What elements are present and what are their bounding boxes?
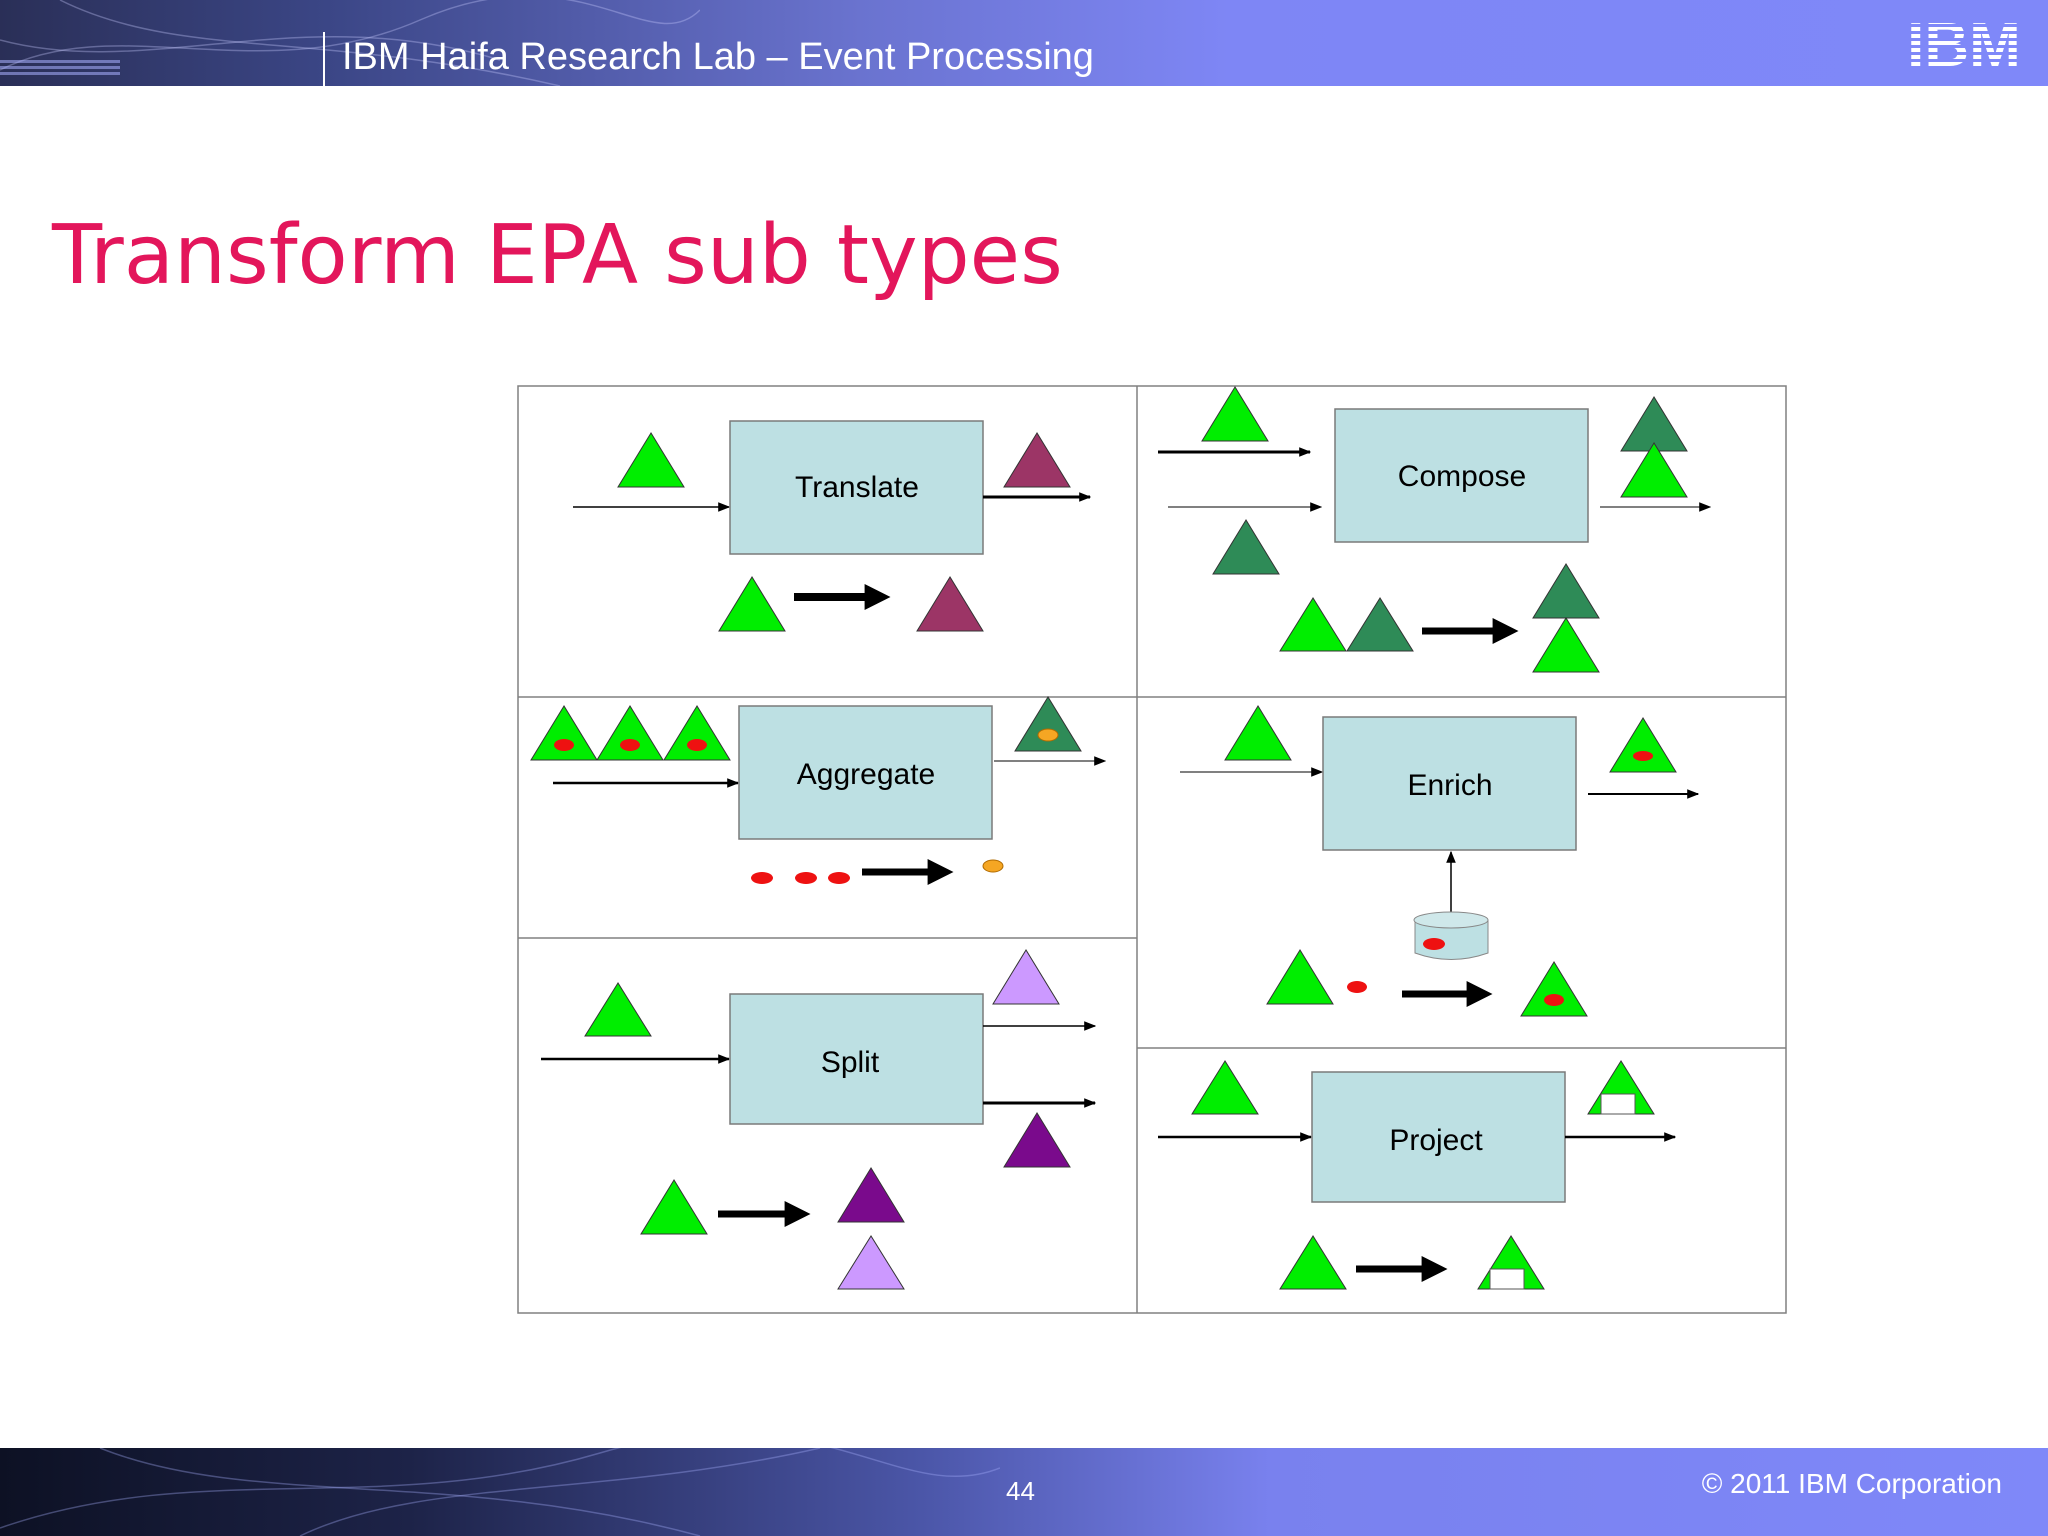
green-event-triangle [1224, 705, 1292, 761]
database-icon [1413, 911, 1489, 960]
green-event-triangle [663, 705, 731, 761]
red-attribute-blob [554, 739, 574, 751]
green-event-triangle [1266, 949, 1334, 1005]
red-attribute-blob [1423, 938, 1445, 950]
compose-cell: Compose [1158, 386, 1712, 673]
split-cell: Split [541, 949, 1097, 1290]
split-box [729, 993, 984, 1125]
diagram-grid [517, 385, 1787, 1314]
header-bar: IBM Haifa Research Lab – Event Processin… [0, 0, 2048, 86]
project-cell: Project [1158, 1060, 1677, 1290]
grid-outer-border [517, 385, 1787, 1314]
translate-label: Translate [795, 471, 919, 504]
green-event-triangle [530, 705, 598, 761]
green-event-triangle [617, 432, 685, 488]
orange-attribute-blob [1037, 728, 1059, 742]
footer-decoration [0, 1448, 1000, 1536]
page-number: 44 [1006, 1476, 1035, 1506]
purple-event-triangle [1003, 1112, 1071, 1168]
ibm-logo: IBM [1907, 12, 2021, 70]
dark-green-event-triangle [1014, 696, 1082, 752]
footer-bar: 44 © 2011 IBM Corporation [0, 1448, 2048, 1536]
green-event-triangle [584, 982, 652, 1037]
lilac-event-triangle [992, 949, 1060, 1005]
aggregate-label: Aggregate [797, 758, 935, 791]
purple-event-triangle [837, 1167, 905, 1223]
red-attribute-blob [751, 872, 773, 884]
green-event-triangle [1279, 1235, 1347, 1290]
green-event-triangle [1520, 961, 1588, 1017]
aggregate-cell: Aggregate [530, 696, 1107, 885]
copyright-text: © 2011 IBM Corporation [1701, 1468, 2002, 1499]
green-event-triangle [1609, 717, 1677, 773]
header-divider [323, 32, 325, 86]
translate-cell: Translate [573, 420, 1092, 632]
lilac-event-triangle [837, 1235, 905, 1290]
compose-box [1334, 408, 1589, 543]
red-attribute-blob [828, 872, 850, 884]
aggregate-box [738, 705, 993, 840]
red-attribute-blob [620, 739, 640, 751]
split-label: Split [821, 1046, 880, 1079]
project-box [1311, 1071, 1566, 1203]
dark-green-event-triangle [1212, 519, 1280, 575]
enrich-label: Enrich [1407, 769, 1492, 802]
green-event-triangle [1201, 386, 1269, 442]
green-event-triangle [1191, 1060, 1259, 1115]
enrich-cell: Enrich [1180, 705, 1700, 1017]
translate-box [729, 420, 984, 555]
dark-green-event-triangle [1346, 597, 1414, 652]
projected-attribute-box [1489, 1268, 1525, 1290]
maroon-event-triangle [916, 576, 984, 632]
header-title: IBM Haifa Research Lab – Event Processin… [342, 36, 1094, 78]
slide-title: Transform EPA sub types [52, 208, 1063, 303]
enrich-box [1322, 716, 1577, 851]
red-attribute-blob [1544, 994, 1564, 1006]
red-attribute-blob [1633, 751, 1653, 761]
green-event-triangle [1279, 597, 1347, 652]
header-decoration [0, 0, 700, 86]
red-attribute-blob [1347, 981, 1367, 993]
maroon-event-triangle [1003, 432, 1071, 488]
green-event-triangle [718, 576, 786, 632]
compose-label: Compose [1398, 460, 1526, 493]
ibm-logo-text: IBM [1907, 12, 2021, 70]
red-attribute-blob [687, 739, 707, 751]
green-event-triangle [596, 705, 664, 761]
green-event-triangle [1620, 442, 1688, 498]
green-event-triangle [1532, 617, 1600, 673]
project-label: Project [1389, 1124, 1483, 1157]
red-attribute-blob [795, 872, 817, 884]
green-event-triangle [640, 1179, 708, 1235]
dark-green-event-triangle [1532, 563, 1600, 619]
projected-attribute-box [1600, 1093, 1636, 1115]
orange-attribute-blob [982, 859, 1004, 873]
